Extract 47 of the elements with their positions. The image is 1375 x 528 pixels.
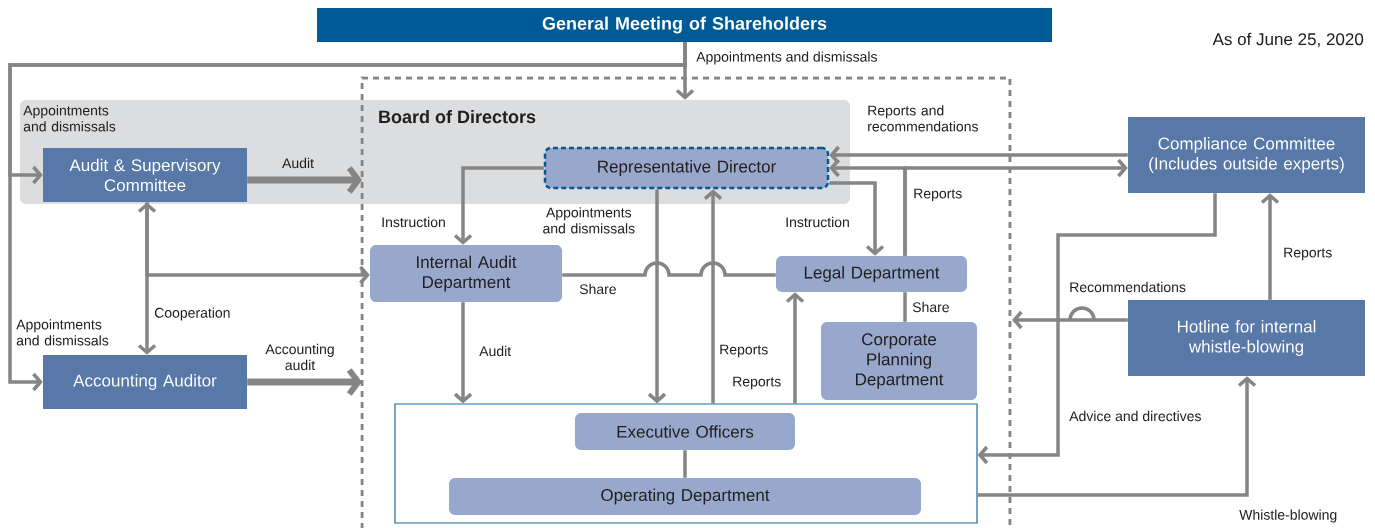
committee-box: Compliance Committee (Includes outside experts): [1128, 117, 1365, 193]
date-note: As of June 25, 2020: [1212, 32, 1364, 48]
edge-label: Reports: [720, 344, 768, 358]
edge-label: Appointments and dismissals: [23, 105, 116, 132]
department-box: Internal Audit Department: [370, 245, 562, 302]
committee-box: Accounting Auditor: [43, 355, 247, 409]
edge-label: Instruction: [382, 216, 445, 228]
edge-label: Appointments and dismissals: [16, 319, 109, 346]
department-box: Operating Department: [449, 478, 921, 515]
edge-label: Recommendations: [1070, 281, 1186, 293]
edge-label: Reports: [733, 376, 781, 390]
arrow: [453, 302, 473, 404]
edge-label: Advice and directives: [1069, 410, 1201, 422]
arrow: [647, 189, 667, 404]
arrow: [977, 193, 1217, 465]
arrow: [145, 202, 370, 285]
edge-label: Reports: [1284, 247, 1332, 261]
arrow: [703, 189, 723, 404]
edge-label: Instruction: [786, 216, 849, 228]
department-box: Executive Officers: [575, 413, 795, 450]
department-box: Corporate Planning Department: [821, 322, 977, 400]
edge-label: Whistle-blowing: [1239, 509, 1337, 523]
edge-label: Reports and recommendations: [868, 105, 978, 132]
edge-label: Share: [912, 301, 949, 313]
edge-label: Audit: [479, 345, 511, 357]
arrow: [903, 158, 1128, 256]
edge-label: Audit: [282, 157, 314, 169]
department-box: Legal Department: [776, 256, 967, 292]
arrow: [977, 376, 1257, 497]
arrow: [137, 202, 157, 355]
arrow: [8, 42, 687, 392]
committee-box: Hotline for internal whistle-blowing: [1128, 300, 1365, 376]
arrow: [1260, 193, 1280, 300]
arrow: [785, 292, 805, 404]
edge-label: Cooperation: [154, 307, 230, 321]
director-box: Representative Director: [543, 146, 830, 190]
arrow: [453, 166, 544, 245]
edge-label: Share: [579, 283, 616, 295]
arrow: [829, 181, 885, 256]
arrow: [829, 145, 1128, 165]
arrow: [1012, 306, 1128, 330]
header-bar: General Meeting of Shareholders: [317, 8, 1052, 42]
edge-label: Accounting audit: [265, 343, 334, 371]
edge-label: Appointments and dismissals: [543, 207, 635, 234]
committee-box: Audit & Supervisory Committee: [43, 148, 247, 202]
edge-label: Reports: [914, 188, 962, 202]
edge-label: Appointments and dismissals: [696, 51, 877, 65]
